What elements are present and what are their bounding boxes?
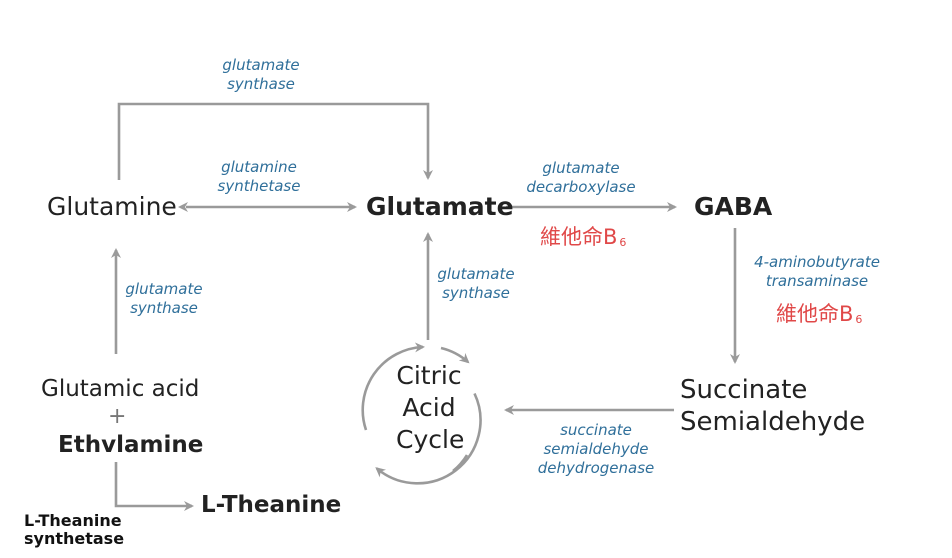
enzyme-left-glutamate-synthase: glutamate synthase bbox=[125, 280, 202, 318]
succinate-line1: Succinate bbox=[680, 375, 808, 405]
enzyme-line: glutamate bbox=[542, 159, 620, 177]
enzyme-line: 4-aminobutyrate bbox=[754, 253, 880, 271]
node-succinate-semialdehyde: Succinate Semialdehyde bbox=[680, 374, 865, 438]
citric-acid-cycle-circle bbox=[361, 342, 482, 485]
enzyme-line: glutamate bbox=[437, 265, 515, 283]
node-glutamic-acid: Glutamic acid bbox=[41, 376, 200, 402]
enzyme-line: synthase bbox=[227, 75, 295, 93]
enzyme-4-aminobutyrate-transaminase: 4-aminobutyrate transaminase bbox=[754, 253, 880, 291]
enzyme-cycle-glutamate-synthase: glutamate synthase bbox=[437, 265, 514, 303]
enzyme-line: synthetase bbox=[217, 177, 301, 195]
enzyme-glutamine-synthetase: glutamine synthetase bbox=[218, 158, 301, 196]
enzyme-top-glutamate-synthase: glutamate synthase bbox=[222, 56, 299, 94]
enzyme-succinate-semialdehyde-dehydrogenase: succinate semialdehyde dehydrogenase bbox=[538, 421, 655, 478]
cofactor-text: 維他命B bbox=[540, 225, 618, 249]
node-glutamine: Glutamine bbox=[47, 192, 177, 221]
cofactor-subscript: 6 bbox=[855, 313, 863, 326]
cycle-line2: Acid bbox=[402, 393, 456, 422]
enzyme-line: semialdehyde bbox=[543, 440, 649, 458]
enzyme-line: dehydrogenase bbox=[537, 459, 655, 477]
enzyme-line: glutamate bbox=[222, 56, 300, 74]
succinate-line2: Semialdehyde bbox=[680, 407, 866, 437]
node-l-theanine: L-Theanine bbox=[201, 492, 342, 518]
footer-line1: L-Theanine bbox=[24, 511, 122, 530]
arrow-glutamine-to-glutamate-top bbox=[117, 102, 433, 180]
enzyme-line: synthase bbox=[442, 284, 510, 302]
cycle-line3: Cycle bbox=[396, 425, 465, 454]
node-glutamate: Glutamate bbox=[366, 192, 514, 221]
node-ethylamine: Ethvlamine bbox=[58, 432, 204, 458]
enzyme-line: glutamine bbox=[221, 158, 297, 176]
enzyme-glutamate-decarboxylase: glutamate decarboxylase bbox=[526, 159, 635, 197]
l-theanine-synthetase-label: L-Theanine synthetase bbox=[24, 512, 124, 548]
enzyme-line: succinate bbox=[560, 421, 632, 439]
enzyme-line: glutamate bbox=[125, 280, 203, 298]
node-citric-acid-cycle: Citric Acid Cycle bbox=[396, 360, 465, 456]
enzyme-line: synthase bbox=[130, 299, 198, 317]
cofactor-text: 維他命B bbox=[776, 302, 854, 326]
node-gaba: GABA bbox=[694, 192, 773, 221]
arrow-to-l-theanine bbox=[114, 462, 194, 511]
cycle-line1: Citric bbox=[396, 361, 462, 390]
enzyme-line: transaminase bbox=[765, 272, 869, 290]
enzyme-line: decarboxylase bbox=[526, 178, 636, 196]
footer-line2: synthetase bbox=[24, 529, 125, 548]
plus-sign: + bbox=[108, 404, 127, 429]
cofactor-subscript: 6 bbox=[619, 236, 627, 249]
